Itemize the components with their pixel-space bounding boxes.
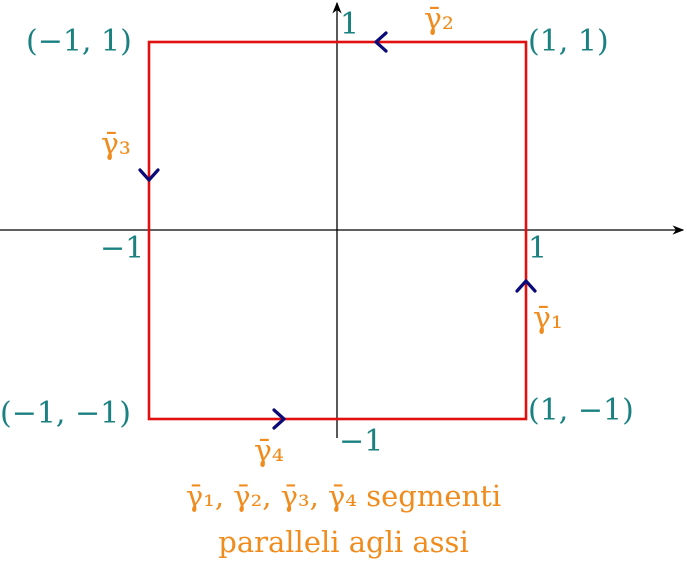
corner-label-top-left: (−1, 1) xyxy=(26,24,132,59)
arrow-gamma4-right-icon xyxy=(272,408,286,430)
segment-label-gamma1: γ̄₁ xyxy=(533,301,563,336)
arrow-gamma3-down-icon xyxy=(138,168,160,182)
y-tick-pos-one: 1 xyxy=(340,7,359,42)
segment-label-gamma2: γ̄₂ xyxy=(424,2,454,37)
x-tick-pos-one: 1 xyxy=(528,231,547,266)
corner-label-bottom-right: (1, −1) xyxy=(528,393,634,428)
corner-label-bottom-left: (−1, −1) xyxy=(0,396,131,431)
caption-line-2: paralleli agli assi xyxy=(218,525,469,559)
caption-line-1: γ̄₁, γ̄₂, γ̄₃, γ̄₄ segmenti xyxy=(185,479,502,513)
segment-label-gamma3: γ̄₃ xyxy=(101,127,131,162)
corner-label-top-right: (1, 1) xyxy=(528,24,609,59)
arrow-gamma2-left-icon xyxy=(374,31,388,53)
square-path xyxy=(147,40,528,421)
arrow-gamma1-up-icon xyxy=(515,279,537,293)
segment-label-gamma4: γ̄₄ xyxy=(254,434,284,469)
y-tick-neg-one: −1 xyxy=(339,424,383,459)
x-tick-neg-one: −1 xyxy=(100,231,144,266)
